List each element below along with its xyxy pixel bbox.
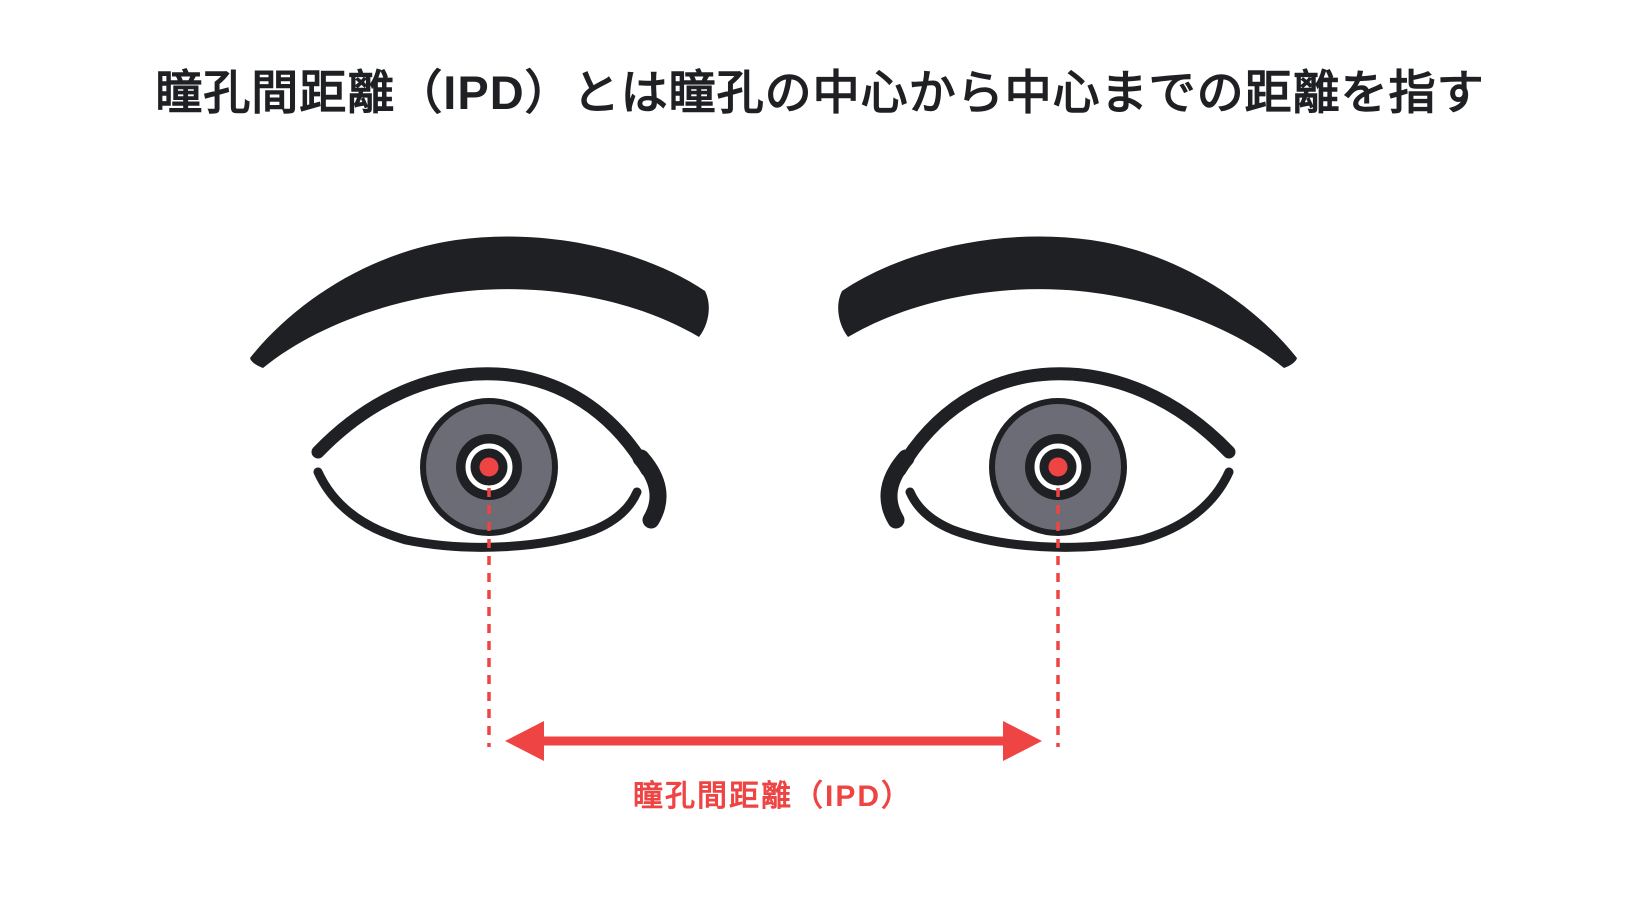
left-inner-lash-icon (632, 449, 667, 529)
ipd-arrowhead-left-icon (505, 721, 544, 761)
ipd-arrowhead-right-icon (1003, 721, 1042, 761)
ipd-label: 瞳孔間距離（IPD） (633, 779, 913, 813)
left-pupil-center-dot (479, 457, 499, 477)
ipd-arrow (505, 721, 1042, 761)
left-eye (250, 236, 709, 552)
left-eyebrow (250, 236, 709, 368)
left-lower-eyelid (313, 467, 642, 552)
page-title: 瞳孔間距離（IPD）とは瞳孔の中心から中心までの距離を指す (155, 66, 1485, 119)
left-upper-eyelid (311, 367, 654, 477)
right-eye (838, 236, 1297, 547)
